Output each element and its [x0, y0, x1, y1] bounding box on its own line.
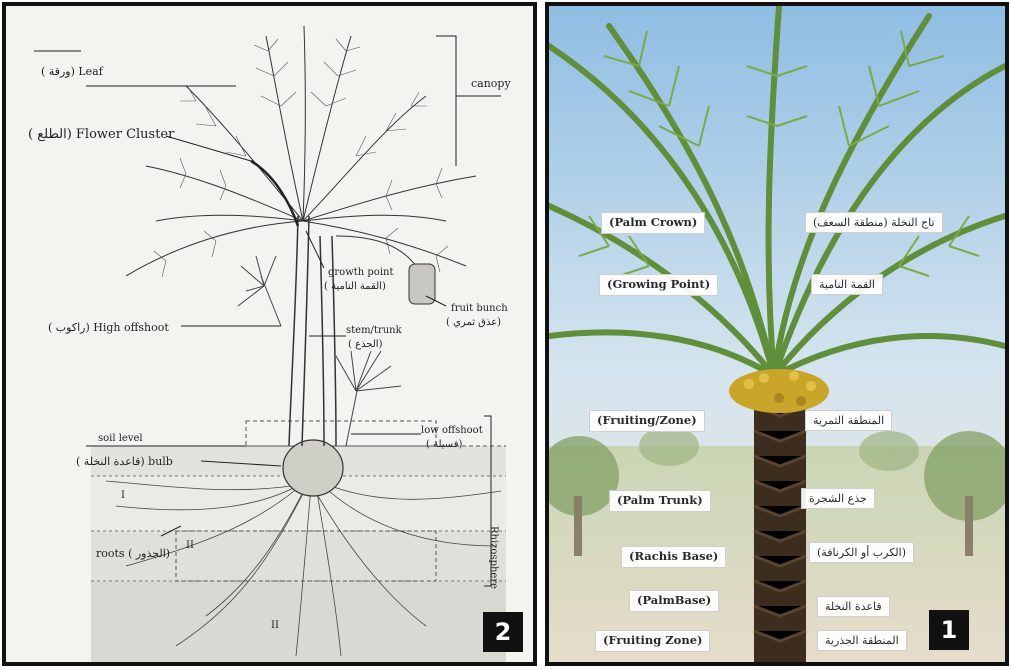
label-stem-trunk: stem/trunk — [346, 326, 402, 336]
date-clusters — [729, 369, 829, 413]
label-high-offshoot: ( راكوب) High offshoot — [48, 322, 169, 333]
label-roots: roots ( الجذور) — [96, 548, 170, 559]
panel-number-badge: 1 — [929, 610, 969, 650]
trunks — [289, 216, 336, 446]
palm-trunk-shape — [754, 386, 806, 662]
frond-leaflets — [154, 39, 448, 277]
panel-number-badge: 2 — [483, 612, 523, 652]
low-offshoot-drawing — [336, 351, 401, 446]
tag-en-rachis-base: (Rachis Base) — [621, 546, 726, 568]
label-canopy: canopy — [471, 78, 511, 89]
label-soil-level: soil level — [98, 434, 143, 444]
tag-ar-palm-crown: تاج النخلة (منطقة السعف) — [805, 212, 943, 233]
tag-ar-fruiting-zone-upper: المنطقة الثمرية — [805, 410, 892, 431]
label-rhizosphere: Rhizosphere — [488, 526, 498, 589]
label-bulb: ( قاعدة النخلة) bulb — [76, 456, 173, 467]
tag-en-palm-trunk: (Palm Trunk) — [609, 490, 711, 512]
label-leaf: ( ورقة) Leaf — [41, 66, 103, 77]
tag-en-fruiting-zone-lower: (Fruiting Zone) — [595, 630, 710, 652]
label-fruit-bunch-ar: ( عذق ثمري) — [446, 318, 501, 328]
bulb-shape — [283, 440, 343, 496]
tag-ar-rachis-base: (الكرب أو الكرنافة) — [809, 542, 914, 563]
label-fruit-bunch: fruit bunch — [451, 304, 508, 314]
tag-ar-growing-point: القمة النامية — [811, 274, 883, 295]
palm-sketch-drawing — [6, 6, 533, 662]
palm-photo-illustration — [549, 6, 1005, 662]
tag-en-palm-crown: (Palm Crown) — [601, 212, 705, 234]
label-zone-3: II — [271, 621, 279, 631]
high-offshoot-drawing — [238, 256, 281, 326]
tag-en-fruiting-zone-upper: (Fruiting/Zone) — [589, 410, 705, 432]
canopy-fronds — [126, 26, 476, 276]
label-zone-1: I — [121, 491, 125, 501]
label-growth-point-ar: ( القمة النامية) — [324, 282, 386, 292]
tag-ar-palm-base: قاعدة النخلة — [817, 596, 890, 617]
label-low-offshoot: low offshoot — [421, 426, 483, 436]
photo-panel-right: (Palm Crown) تاج النخلة (منطقة السعف) (G… — [545, 2, 1009, 666]
label-flower-cluster: ( الطلع) Flower Cluster — [28, 128, 174, 141]
tag-en-palm-base: (PalmBase) — [629, 590, 719, 612]
tag-ar-root-zone: المنطقة الجذرية — [817, 630, 907, 651]
label-stem-trunk-ar: ( الجذع) — [348, 340, 383, 350]
label-growth-point: growth point — [328, 268, 393, 278]
label-zone-2: II — [186, 541, 194, 551]
label-low-offshoot-ar: ( فسيلة) — [426, 440, 462, 450]
diagram-panel-left: ( ورقة) Leaf canopy ( الطلع) Flower Clus… — [2, 2, 537, 666]
tag-ar-palm-trunk: جذع الشجرة — [801, 488, 875, 509]
tag-en-growing-point: (Growing Point) — [599, 274, 718, 296]
